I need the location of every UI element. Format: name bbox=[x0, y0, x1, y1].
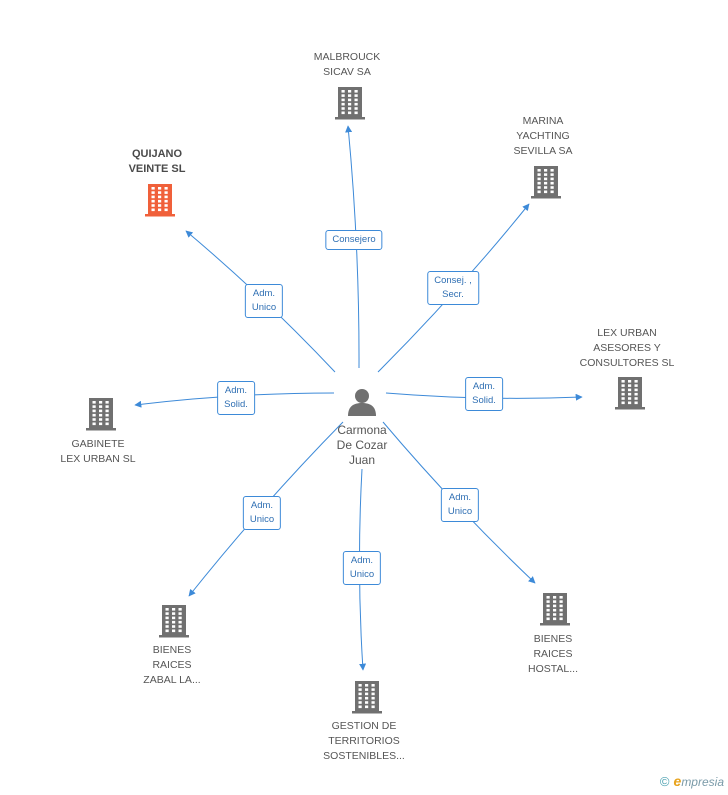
building-icon bbox=[531, 166, 561, 199]
company-node-gabinete[interactable] bbox=[84, 396, 118, 437]
footer-brand: © empresia bbox=[660, 773, 724, 789]
role-badge-gabinete[interactable]: Adm. Solid. bbox=[217, 381, 255, 415]
company-label-marina[interactable]: MARINA YACHTING SEVILLA SA bbox=[513, 115, 573, 157]
company-node-quijano[interactable] bbox=[143, 182, 177, 223]
role-badge-zabal[interactable]: Adm. Unico bbox=[242, 496, 282, 530]
company-node-marina[interactable] bbox=[529, 164, 563, 205]
company-node-malbrouck[interactable] bbox=[333, 85, 367, 126]
company-label-gestion[interactable]: GESTION DE TERRITORIOS SOSTENIBLES... bbox=[323, 720, 405, 762]
building-icon bbox=[615, 377, 645, 410]
company-label-hostal[interactable]: BIENES RAICES HOSTAL... bbox=[528, 633, 578, 675]
company-label-zabal[interactable]: BIENES RAICES ZABAL LA... bbox=[143, 644, 201, 686]
person-icon bbox=[348, 389, 376, 416]
role-badge-quijano[interactable]: Adm. Unico bbox=[244, 284, 284, 318]
role-badge-malbrouck[interactable]: Consejero bbox=[325, 230, 383, 250]
role-badge-hostal[interactable]: Adm. Unico bbox=[440, 488, 480, 522]
company-label-quijano[interactable]: QUIJANO VEINTE SL bbox=[128, 148, 186, 175]
building-icon bbox=[540, 593, 570, 626]
company-label-malbrouck[interactable]: MALBROUCK SICAV SA bbox=[313, 51, 381, 78]
building-icon bbox=[352, 681, 382, 714]
company-node-zabal[interactable] bbox=[157, 603, 191, 644]
company-node-lexurban[interactable] bbox=[613, 375, 647, 416]
building-icon bbox=[335, 87, 365, 120]
role-badge-marina[interactable]: Consej. , Secr. bbox=[427, 271, 479, 305]
company-node-hostal[interactable] bbox=[538, 591, 572, 632]
role-badge-lexurban[interactable]: Adm. Solid. bbox=[465, 377, 503, 411]
brand-logo-text: mpresia bbox=[681, 775, 724, 789]
role-badge-gestion[interactable]: Adm. Unico bbox=[342, 551, 382, 585]
company-label-gabinete[interactable]: GABINETE LEX URBAN SL bbox=[60, 438, 136, 465]
center-person-label[interactable]: Carmona De Cozar Juan bbox=[336, 423, 388, 467]
building-icon bbox=[86, 398, 116, 431]
company-node-gestion[interactable] bbox=[350, 679, 384, 720]
building-icon bbox=[159, 605, 189, 638]
center-person[interactable] bbox=[347, 387, 377, 422]
brand-logo-initial: e bbox=[673, 773, 682, 789]
building-icon bbox=[145, 184, 175, 217]
copyright-icon: © bbox=[659, 773, 670, 789]
company-label-lexurban[interactable]: LEX URBAN ASESORES Y CONSULTORES SL bbox=[579, 327, 675, 369]
